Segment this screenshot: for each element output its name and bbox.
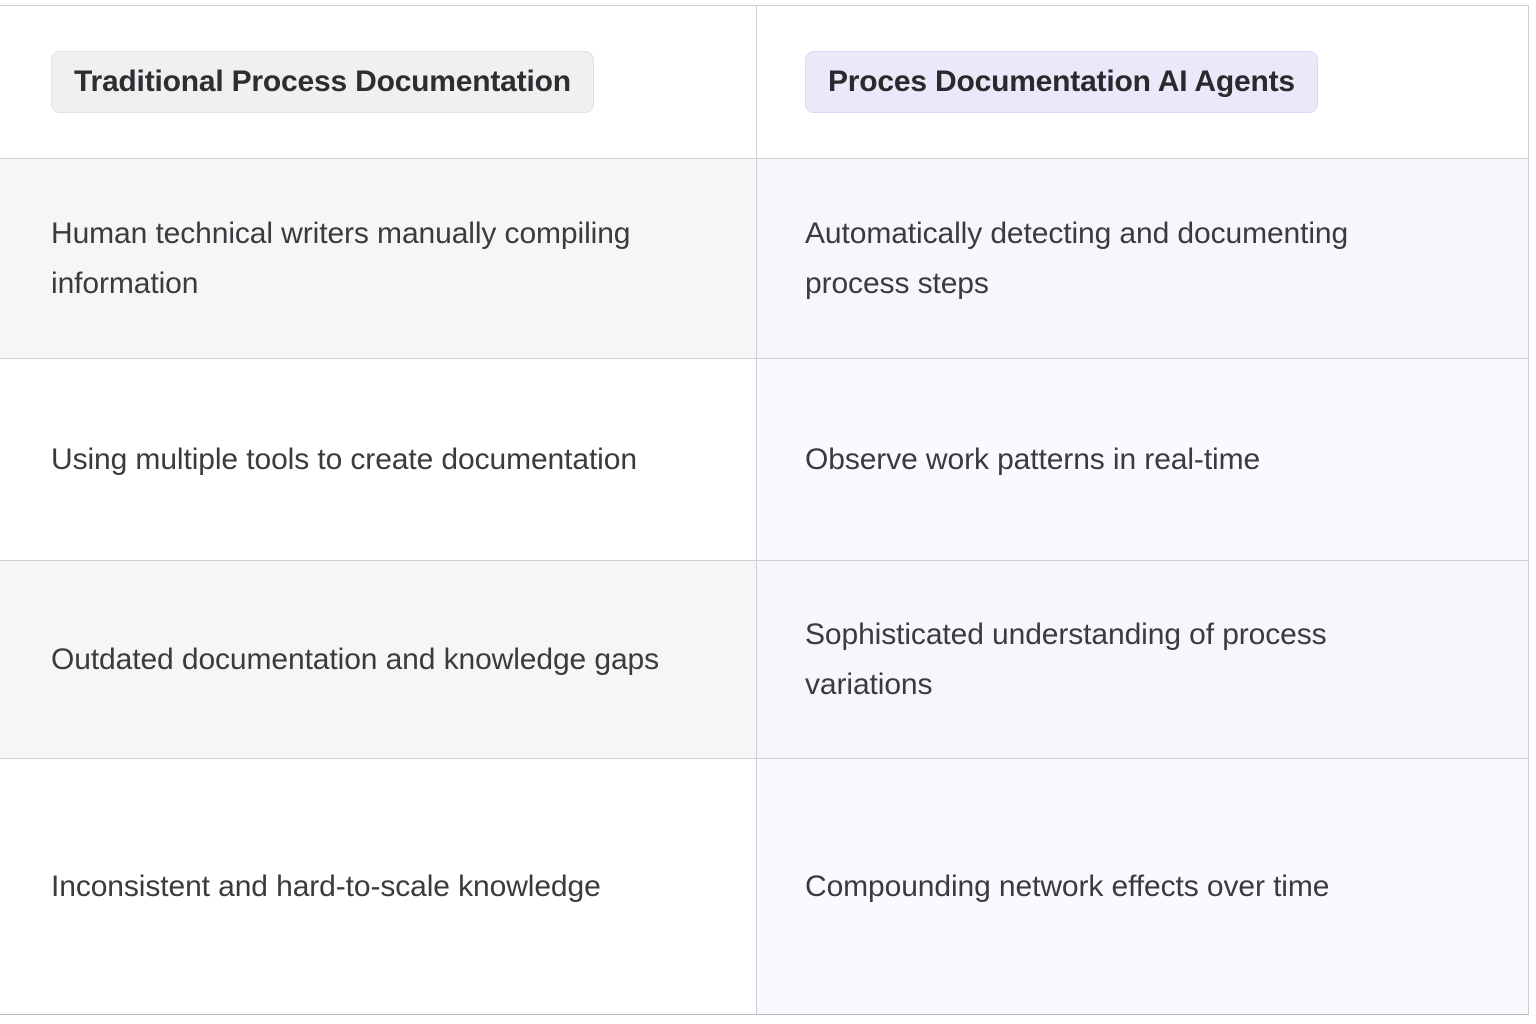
table-row: Human technical writers manually compili… [0,159,1528,359]
header-cell-ai-agents: Proces Documentation AI Agents [757,6,1528,159]
cell-text: Human technical writers manually compili… [51,216,631,300]
cell-text: Automatically detecting and documenting … [805,216,1349,300]
header-badge-ai-agents: Proces Documentation AI Agents [805,51,1318,113]
table-row: Inconsistent and hard-to-scale knowledge… [0,759,1528,1014]
header-cell-traditional: Traditional Process Documentation [0,6,757,159]
cell-text: Using multiple tools to create documenta… [51,442,637,476]
table-cell-traditional-2: Using multiple tools to create documenta… [0,359,757,561]
cell-text: Observe work patterns in real-time [805,442,1261,476]
comparison-table: Traditional Process Documentation Proces… [0,5,1529,1015]
table-cell-traditional-3: Outdated documentation and knowledge gap… [0,561,757,759]
table-row: Using multiple tools to create documenta… [0,359,1528,561]
cell-text: Outdated documentation and knowledge gap… [51,642,660,676]
table-header-row: Traditional Process Documentation Proces… [0,6,1528,159]
cell-text: Sophisticated understanding of process v… [805,617,1327,701]
table-cell-traditional-1: Human technical writers manually compili… [0,159,757,359]
cell-text: Inconsistent and hard-to-scale knowledge [51,869,601,903]
table-cell-ai-3: Sophisticated understanding of process v… [757,561,1528,759]
table-row: Outdated documentation and knowledge gap… [0,561,1528,759]
table-cell-traditional-4: Inconsistent and hard-to-scale knowledge [0,759,757,1014]
table-cell-ai-1: Automatically detecting and documenting … [757,159,1528,359]
table-cell-ai-2: Observe work patterns in real-time [757,359,1528,561]
table-cell-ai-4: Compounding network effects over time [757,759,1528,1014]
header-badge-traditional: Traditional Process Documentation [51,51,594,113]
cell-text: Compounding network effects over time [805,869,1330,903]
